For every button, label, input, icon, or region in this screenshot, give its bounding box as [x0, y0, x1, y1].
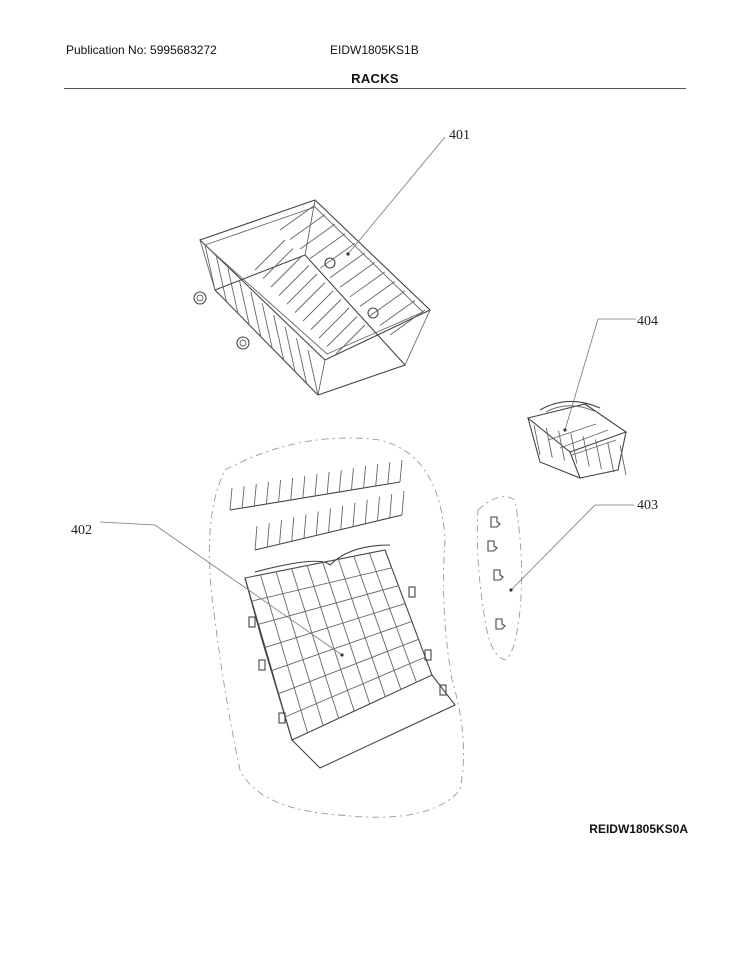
- header-rule: [64, 88, 686, 89]
- callout-404: 404: [637, 314, 658, 329]
- callout-401: 401: [449, 128, 470, 143]
- cutlery-basket-drawing: [526, 400, 628, 479]
- model-number: EIDW1805KS1B: [330, 43, 419, 57]
- publication-number: Publication No: 5995683272: [66, 43, 217, 57]
- callout-402: 402: [71, 523, 92, 538]
- diagram-code: REIDW1805KS0A: [589, 822, 688, 836]
- upper-rack-drawing: [193, 199, 431, 396]
- lower-rack-drawing: [208, 437, 465, 818]
- leader-lines: [99, 136, 636, 657]
- rack-clips-drawing: [476, 496, 523, 661]
- callout-403: 403: [637, 498, 658, 513]
- section-title: RACKS: [351, 71, 399, 86]
